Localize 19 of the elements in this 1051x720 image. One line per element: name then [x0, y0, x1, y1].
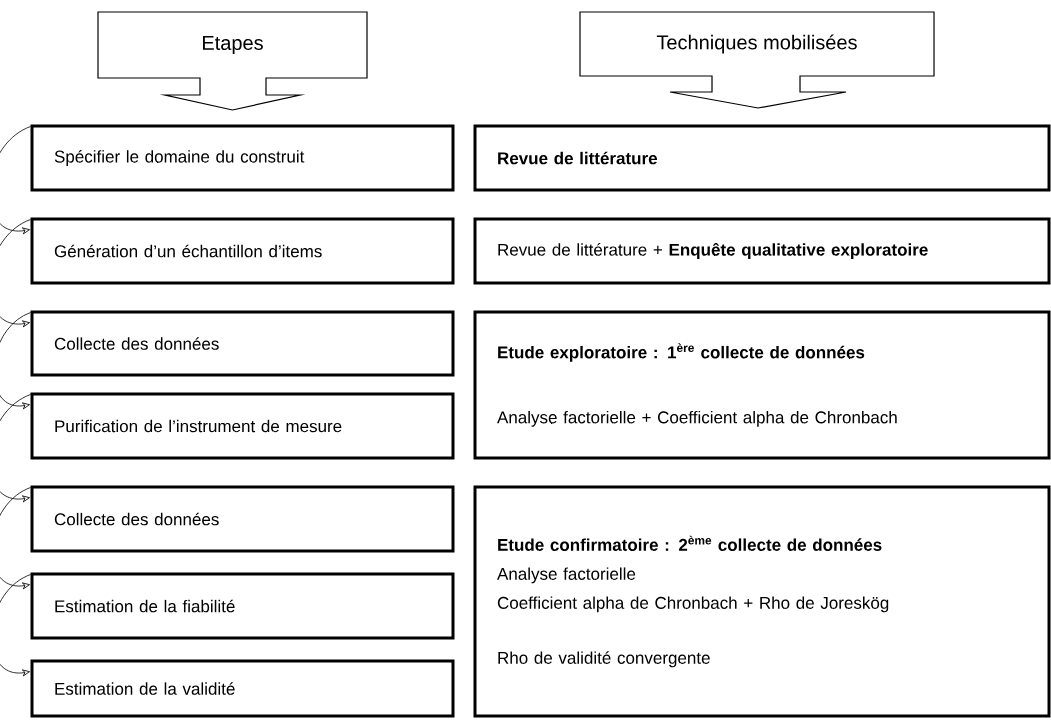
step-box: Estimation de la fiabilité [30, 572, 455, 640]
technique-box: Etude confirmatoire : 2$^{ème}$ collecte de données Analyse factorielle Coefficient alpha de Chronbach + Rho de Joreskög Rho de validité convergente [473, 485, 1051, 718]
step-box: Génération d’un échantillon d’items [30, 217, 455, 285]
technique-box: Revue de littérature + Enquête qualitative exploratoire [473, 217, 1051, 285]
curved-arrow [0, 126, 31, 235]
curved-arrow [0, 312, 31, 410]
curved-arrow [0, 487, 31, 590]
step-box: Collecte des données [30, 485, 455, 553]
curved-arrow [0, 219, 31, 328]
arrow-callout: Techniques mobilisées [579, 11, 935, 109]
step-box: Purification de l’instrument de mesure [30, 392, 455, 460]
technique-box: Etude exploratoire : 1$^{ère}$ collecte de données Analyse factorielle + Coefficient alpha de Chronbach [473, 310, 1051, 460]
step-box: Spécifier le domaine du construit [30, 124, 455, 192]
technique-box: Revue de littérature [473, 124, 1051, 192]
arrow-callout: Etapes [97, 11, 368, 111]
curved-arrow [0, 574, 31, 677]
curved-arrow [0, 394, 31, 503]
step-box: Estimation de la validité [30, 659, 455, 718]
step-box: Collecte des données [30, 310, 455, 377]
